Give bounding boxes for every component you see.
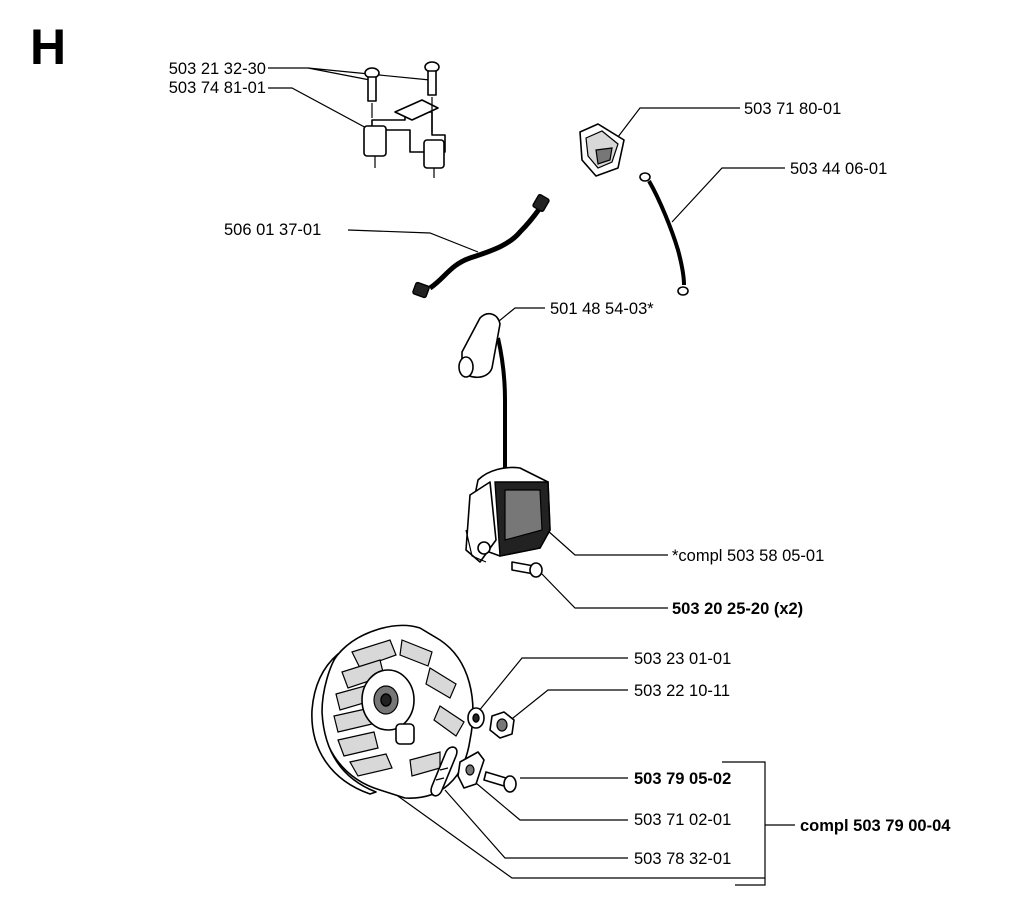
mounting-bracket <box>363 99 446 178</box>
label-503-74-81-01: 503 74 81-01 <box>169 79 266 97</box>
ignition-module <box>458 312 551 563</box>
leader-compl-503-58-05-01 <box>537 521 668 556</box>
label-compl-503-79-00-04: compl 503 79 00-04 <box>800 817 951 835</box>
leader-503-78-32-01 <box>444 789 628 859</box>
label-503-71-80-01: 503 71 80-01 <box>744 100 841 118</box>
label-503-79-05-02: 503 79 05-02 <box>634 770 731 788</box>
pawl <box>457 751 485 789</box>
label-503-44-06-01: 503 44 06-01 <box>790 160 887 178</box>
label-503-21-32-30: 503 21 32-30 <box>169 60 266 78</box>
stop-switch-cable <box>412 193 550 299</box>
short-wire <box>639 172 689 296</box>
leader-506-01-37-01 <box>347 229 479 253</box>
label-501-48-54-03: 501 48 54-03* <box>550 300 654 318</box>
leader-503-23-01-01 <box>477 657 628 713</box>
callout-labels: 503 21 32-30 503 74 81-01 503 71 80-01 5… <box>169 60 952 868</box>
leader-503-22-10-11 <box>507 689 628 723</box>
screw-left <box>364 67 380 118</box>
label-503-71-02-01: 503 71 02-01 <box>634 811 731 829</box>
module-screw <box>511 561 543 578</box>
nut <box>489 711 515 739</box>
switch-connector <box>579 123 625 177</box>
leader-503-44-06-01 <box>671 167 785 223</box>
leader-503-20-25-20 <box>539 571 668 609</box>
kit-bracket <box>722 761 795 886</box>
label-503-20-25-20: 503 20 25-20 (x2) <box>672 600 803 618</box>
leader-503-71-80-01 <box>607 107 740 151</box>
pawl-screw <box>483 771 517 793</box>
flywheel <box>311 624 474 799</box>
section-letter: H <box>30 19 67 75</box>
screw-right <box>424 61 440 132</box>
label-506-01-37-01: 506 01 37-01 <box>224 221 321 239</box>
leader-503-74-81-01 <box>268 87 371 131</box>
spring <box>430 746 458 797</box>
label-503-22-10-11: 503 22 10-11 <box>634 682 730 700</box>
label-503-78-32-01: 503 78 32-01 <box>634 850 731 868</box>
leader-503-71-02-01 <box>469 777 628 821</box>
label-503-23-01-01: 503 23 01-01 <box>634 650 731 668</box>
label-compl-503-58-05-01: *compl 503 58 05-01 <box>672 547 824 565</box>
leader-503-21-32-30 <box>268 67 431 81</box>
leader-lines <box>268 67 795 886</box>
flywheel-fins <box>333 639 465 777</box>
leader-flywheel <box>344 757 765 879</box>
washer <box>467 707 485 729</box>
